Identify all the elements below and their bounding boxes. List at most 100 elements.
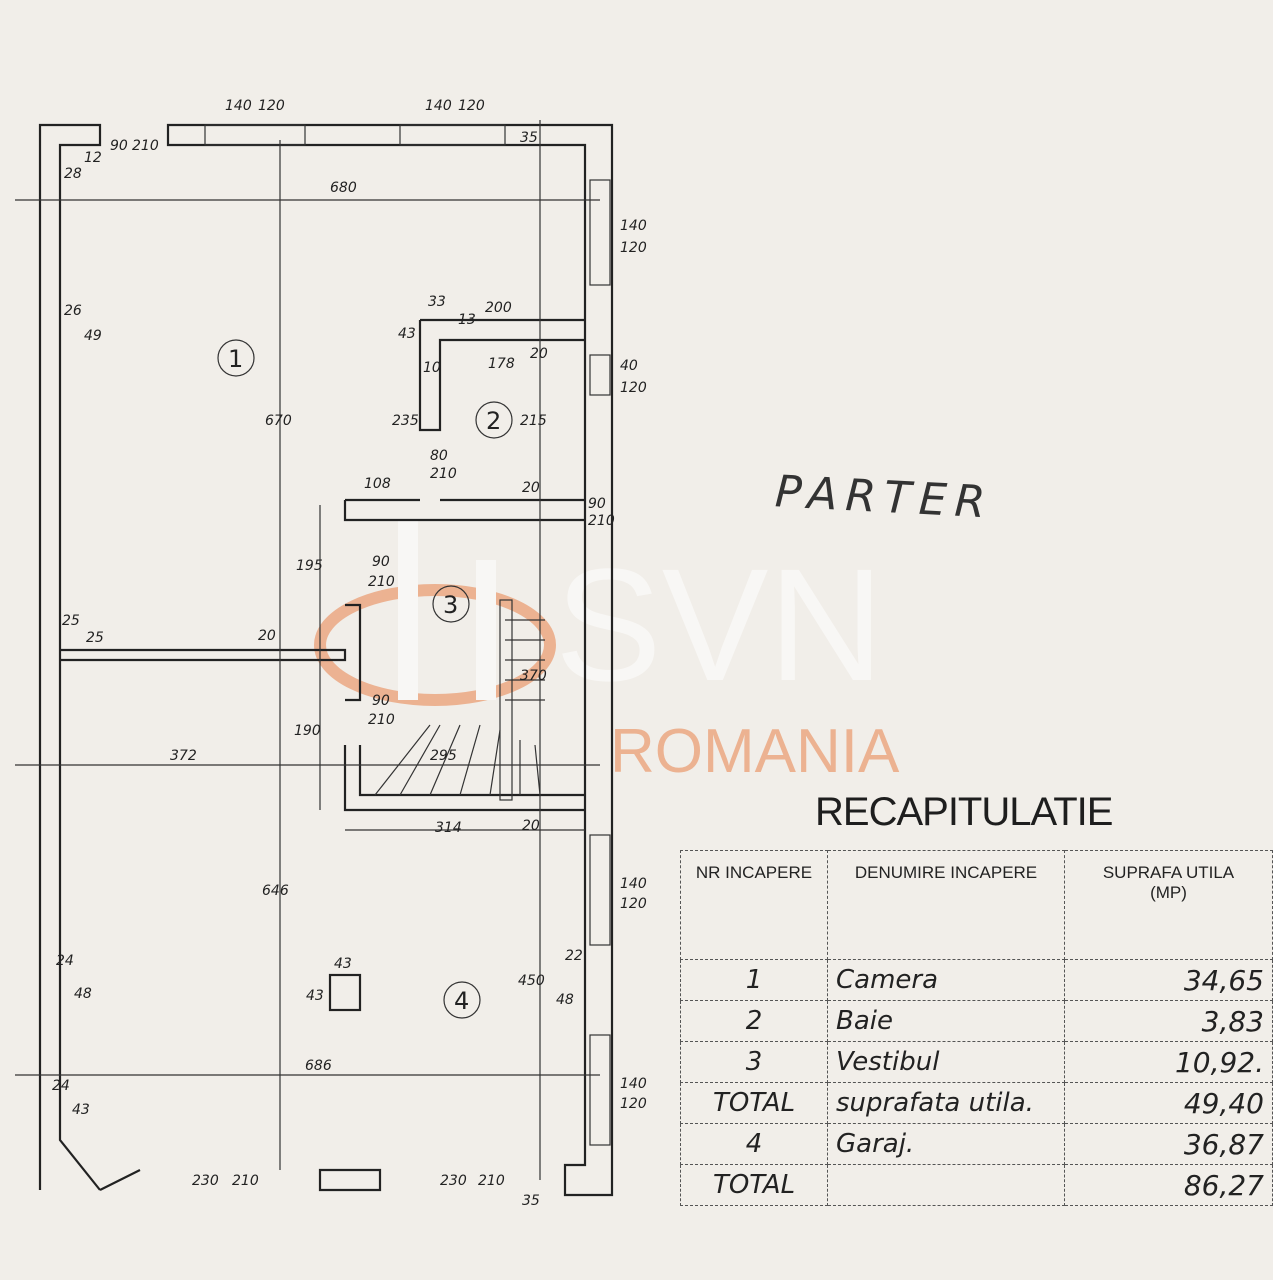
dim-label: 450 <box>518 973 545 989</box>
header-name: DENUMIRE INCAPERE <box>827 850 1065 960</box>
dim-label: 20 <box>258 628 276 644</box>
dim-label: 108 <box>364 476 391 492</box>
dim-label: 178 <box>488 356 515 372</box>
header-area-unit: (MP) <box>1150 883 1187 902</box>
dim-label: 140 <box>225 98 252 114</box>
dim-label: 22 <box>565 948 583 964</box>
dim-label: 33 <box>428 294 446 310</box>
dim-label: 230 <box>440 1173 467 1189</box>
dim-label: 13 <box>458 312 476 328</box>
dim-label: 210 <box>430 466 457 482</box>
dim-label: 48 <box>556 992 574 1008</box>
dim-label: 235 <box>392 413 419 429</box>
table-header: NR INCAPERE DENUMIRE INCAPERE SUPRAFA UT… <box>680 850 1273 960</box>
dim-label: 90 <box>110 138 128 154</box>
dim-label: 140 <box>620 876 647 892</box>
dim-label: 210 <box>368 574 395 590</box>
dim-label: 190 <box>294 723 321 739</box>
header-nr: NR INCAPERE <box>680 850 828 960</box>
dim-label: 43 <box>306 988 324 1004</box>
cell-name: suprafata utila. <box>827 1082 1065 1124</box>
walls <box>38 123 614 1197</box>
dim-label: 686 <box>305 1058 332 1074</box>
cell-area: 3,83 <box>1064 1000 1273 1042</box>
dim-label: 90 <box>372 693 390 709</box>
dim-label: 140 <box>620 218 647 234</box>
dimension-labels: 140 120 140 120 90 210 28 12 680 140 120… <box>52 98 647 1209</box>
dim-label: 120 <box>620 380 647 396</box>
dim-label: 20 <box>522 480 540 496</box>
dim-label: 646 <box>262 883 289 899</box>
cell-nr: 3 <box>680 1041 828 1083</box>
dim-label: 210 <box>232 1173 259 1189</box>
cell-nr: TOTAL <box>680 1082 828 1124</box>
dim-label: 295 <box>430 748 457 764</box>
floor-label: PARTER <box>773 466 995 529</box>
dim-label: 80 <box>430 448 448 464</box>
dim-label: 120 <box>620 896 647 912</box>
room-number-1: 1 <box>228 345 243 373</box>
dim-label: 25 <box>62 613 80 629</box>
dim-label: 26 <box>64 303 82 319</box>
cell-nr: 1 <box>680 959 828 1001</box>
dim-label: 200 <box>485 300 512 316</box>
watermark-sub: ROMANIA <box>610 717 900 786</box>
dim-label: 43 <box>398 326 416 342</box>
watermark-brand: SVN <box>555 535 884 714</box>
room-number-4: 4 <box>454 987 469 1015</box>
dim-label: 10 <box>423 360 441 376</box>
dim-label: 24 <box>52 1078 70 1094</box>
dim-label: 230 <box>192 1173 219 1189</box>
cell-area: 49,40 <box>1064 1082 1273 1124</box>
room-markers: 1 2 3 4 <box>217 339 513 1019</box>
dim-label: 215 <box>520 413 547 429</box>
dimension-lines <box>15 120 600 1180</box>
table-row: TOTAL 86,27 <box>680 1164 1273 1206</box>
dim-label: 90 <box>372 554 390 570</box>
dim-label: 43 <box>334 956 352 972</box>
cell-nr: TOTAL <box>680 1164 828 1206</box>
dim-label: 49 <box>84 328 102 344</box>
cell-area: 34,65 <box>1064 959 1273 1001</box>
watermark-logo: SVN ROMANIA <box>314 520 900 786</box>
dim-label: 210 <box>478 1173 505 1189</box>
dim-label: 120 <box>620 240 647 256</box>
dim-label: 43 <box>72 1102 90 1118</box>
dim-label: 90 <box>588 496 606 512</box>
cell-name: Vestibul <box>827 1041 1065 1083</box>
dim-label: 12 <box>84 150 102 166</box>
dim-label: 35 <box>520 130 538 146</box>
recap-table: NR INCAPERE DENUMIRE INCAPERE SUPRAFA UT… <box>680 850 1273 1206</box>
dim-label: 210 <box>588 513 615 529</box>
cell-area: 10,92. <box>1064 1041 1273 1083</box>
dim-label: 140 <box>620 1076 647 1092</box>
dim-label: 35 <box>522 1193 540 1209</box>
dim-label: 680 <box>330 180 357 196</box>
dim-label: 28 <box>64 166 82 182</box>
dim-label: 140 <box>425 98 452 114</box>
dim-label: 670 <box>265 413 292 429</box>
cell-nr: 2 <box>680 1000 828 1042</box>
dim-label: 210 <box>368 712 395 728</box>
room-number-3: 3 <box>443 591 458 619</box>
header-area: SUPRAFA UTILA(MP) <box>1064 850 1273 960</box>
dim-label: 20 <box>522 818 540 834</box>
dim-label: 120 <box>458 98 485 114</box>
dim-label: 24 <box>56 953 74 969</box>
cell-name <box>827 1164 1065 1206</box>
cell-area: 36,87 <box>1064 1123 1273 1165</box>
cell-area: 86,27 <box>1064 1164 1273 1206</box>
recap-title: RECAPITULATIE <box>815 790 1113 834</box>
dim-label: 372 <box>170 748 197 764</box>
cell-name: Camera <box>827 959 1065 1001</box>
dim-label: 314 <box>435 820 462 836</box>
cell-name: Garaj. <box>827 1123 1065 1165</box>
dim-label: 25 <box>86 630 104 646</box>
dim-label: 120 <box>620 1096 647 1112</box>
